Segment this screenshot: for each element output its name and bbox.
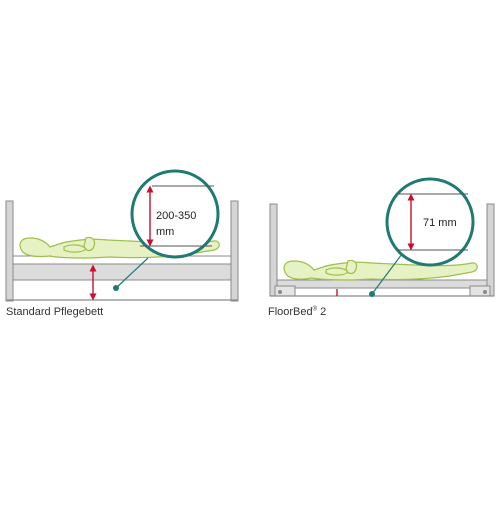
- standard-bed-left-post: [5, 200, 14, 302]
- floorbed-caption-main: FloorBed: [268, 306, 313, 318]
- standard-bed-callout-value: 200-350: [156, 210, 196, 222]
- floorbed-callout-value: 71 mm: [423, 217, 457, 229]
- standard-bed-mattress: [12, 263, 232, 281]
- floorbed: 71 mm: [269, 177, 495, 297]
- standard-bed-right-post: [230, 200, 239, 302]
- floorbed-caption-suffix: 2: [317, 306, 327, 318]
- floorbed-right-post: [486, 203, 495, 297]
- floorbed-caption: FloorBed® 2: [268, 306, 326, 318]
- floorbed-person: [283, 259, 478, 281]
- standard-bed-magnifier: [130, 169, 220, 259]
- floorbed-callout-dot: [369, 291, 375, 297]
- standard-bed-caption: Standard Pflegebett: [6, 306, 104, 318]
- standard-bed: 200-350 mm: [5, 169, 239, 302]
- standard-bed-callout-unit: mm: [156, 226, 174, 238]
- floorbed-left-post: [269, 203, 278, 297]
- floorbed-caption-registered: ®: [312, 306, 318, 313]
- standard-bed-callout-dot: [113, 285, 119, 291]
